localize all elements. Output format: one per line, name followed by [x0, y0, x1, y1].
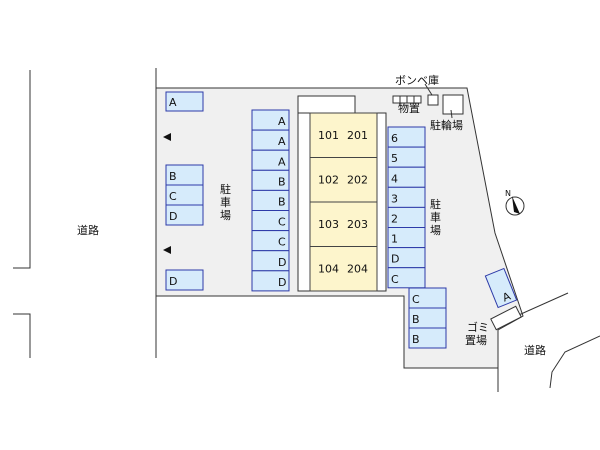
parking-label-left-1: 駐 — [220, 182, 231, 196]
compass-icon — [505, 196, 525, 216]
parking-space[interactable] — [387, 267, 426, 289]
parking-space-label: C — [169, 190, 177, 203]
parking-space-label: C — [412, 293, 420, 306]
apartment-unit — [309, 112, 378, 158]
parking-space-label: A — [278, 135, 286, 148]
parking-space-label: 6 — [391, 132, 398, 145]
garbage-label-1: ゴミ — [467, 320, 489, 334]
unit-number: 103 — [318, 218, 339, 231]
leader-line — [424, 83, 433, 96]
unit-number: 204 — [347, 263, 368, 276]
parking-space-label: B — [412, 313, 420, 326]
unit-number: 102 — [318, 174, 339, 187]
parking-space-label: 2 — [391, 213, 398, 226]
parking-label-left-2: 車 — [220, 195, 231, 209]
parking-space-label: A — [169, 96, 177, 109]
parking-space-label: A — [278, 155, 286, 168]
gas-storage-box — [427, 94, 439, 106]
storage-label: 物置 — [398, 101, 420, 115]
apartment-unit — [309, 246, 378, 292]
parking-space[interactable] — [165, 91, 204, 112]
north-label: N — [505, 189, 511, 198]
road-label-left: 道路 — [77, 223, 99, 237]
entrance-arrow-icon — [163, 246, 171, 254]
parking-space[interactable] — [484, 267, 518, 309]
parking-space-label: 4 — [391, 172, 398, 185]
bicycle-parking-label: 駐輪場 — [430, 118, 463, 132]
parking-space-label: 3 — [391, 192, 398, 205]
parking-space[interactable] — [165, 204, 204, 226]
parking-space[interactable] — [251, 270, 290, 292]
entrance-arrow-icon — [163, 133, 171, 141]
parking-label-left-3: 場 — [220, 209, 231, 222]
parking-space[interactable] — [408, 327, 447, 349]
parking-label-right-1: 駐 — [430, 197, 441, 211]
unit-number: 201 — [347, 129, 368, 142]
storage-icon — [392, 95, 422, 104]
unit-number: 203 — [347, 218, 368, 231]
parking-space-label: B — [169, 170, 177, 183]
parking-space-label: B — [278, 196, 286, 209]
parking-space-label: 1 — [391, 233, 398, 246]
bicycle-parking-box — [442, 94, 464, 115]
parking-space-label: D — [278, 256, 286, 269]
leader-line — [450, 109, 453, 119]
parking-space-label: C — [278, 216, 286, 229]
unit-number: 101 — [318, 129, 339, 142]
apartment-unit — [309, 157, 378, 203]
apartment-unit — [309, 201, 378, 247]
parking-label-right-2: 車 — [430, 210, 441, 224]
parking-space-label: D — [391, 253, 399, 266]
parking-space-label: B — [278, 175, 286, 188]
parking-label-right-3: 場 — [430, 224, 441, 237]
left-road-boundary — [13, 70, 31, 358]
parking-space[interactable] — [165, 269, 204, 291]
unit-number: 104 — [318, 263, 339, 276]
garbage-label-2: 置場 — [465, 334, 487, 347]
parking-space-label: D — [169, 275, 177, 288]
parking-space-label: C — [278, 236, 286, 249]
parking-space-label: D — [278, 276, 286, 289]
garbage-box — [490, 305, 522, 331]
gas-storage-label: ボンベ庫 — [395, 73, 439, 87]
road-label-right: 道路 — [524, 343, 546, 357]
parking-space-label: A — [278, 115, 286, 128]
parking-space-label: 5 — [391, 152, 398, 165]
unit-number: 202 — [347, 174, 368, 187]
parking-space-label: D — [169, 210, 177, 223]
parking-space-label: B — [412, 333, 420, 346]
building-annex — [297, 95, 356, 114]
parking-space-label: C — [391, 273, 399, 286]
